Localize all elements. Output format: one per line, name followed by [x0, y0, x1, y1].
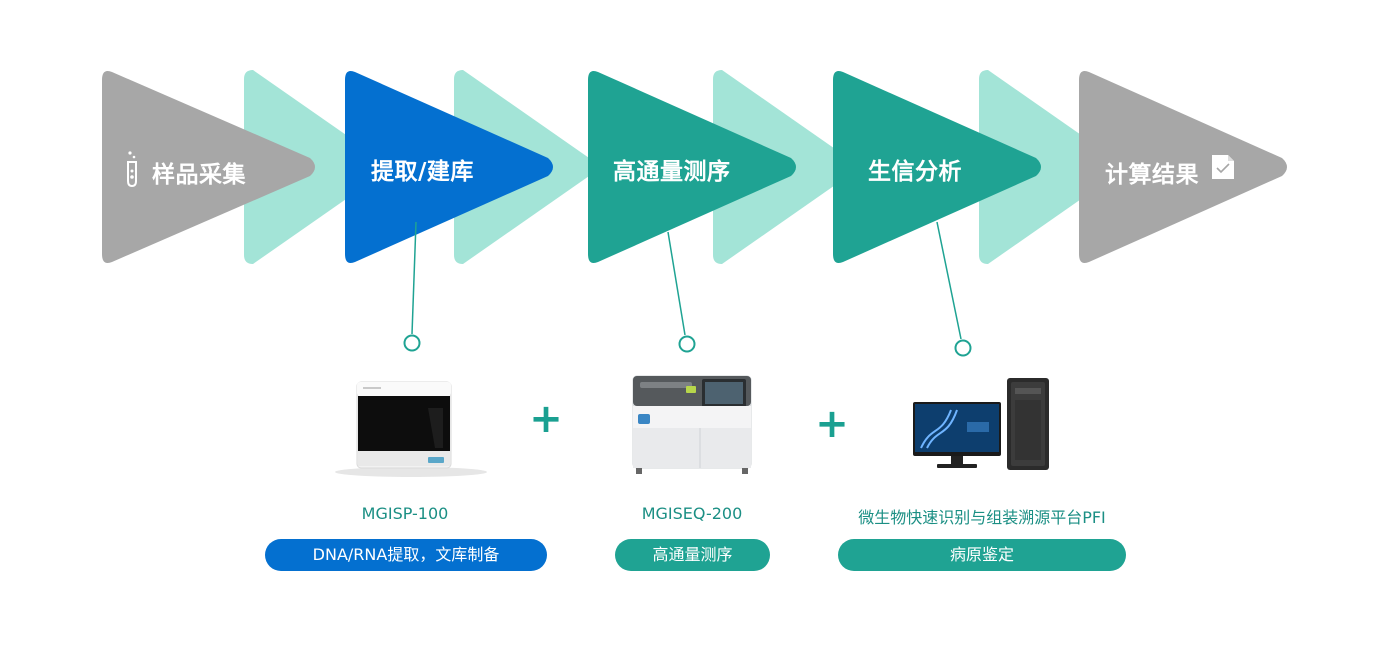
step-4-shape [833, 71, 1041, 263]
checked-document-icon [1211, 154, 1235, 180]
flow-connector-1 [244, 70, 392, 264]
test-tube-icon [124, 150, 140, 188]
product-tag-sequencing: 高通量测序 [615, 539, 770, 571]
step-3-shape [588, 71, 796, 263]
plus-connector-2: + [815, 401, 849, 447]
callout-line-analysis [936, 221, 962, 340]
product-tag-identification: 病原鉴定 [838, 539, 1126, 571]
plus-connector-1: + [529, 396, 563, 442]
product-name-pfi-platform: 微生物快速识别与组装溯源平台PFI [858, 508, 1106, 527]
flow-connector-4 [979, 70, 1127, 264]
sequencer-instrument-image [630, 370, 754, 476]
workstation-computer-image [911, 376, 1053, 472]
step-2-shape [345, 71, 553, 263]
step-1-shape [102, 71, 315, 263]
step-label-sequencing: 高通量测序 [613, 159, 731, 185]
step-label-result: 计算结果 [1105, 162, 1199, 188]
step-5-shape [1079, 71, 1287, 263]
callout-line-sequencing [667, 231, 686, 336]
product-name-mgiseq-200: MGISEQ-200 [641, 504, 743, 523]
sample-prep-instrument-image [333, 378, 489, 478]
step-label-extraction: 提取/建库 [371, 159, 474, 185]
callout-line-extraction [411, 221, 417, 335]
callout-dot-extraction [403, 334, 421, 352]
step-label-sample-collection: 样品采集 [152, 162, 246, 188]
product-tag-extraction: DNA/RNA提取，文库制备 [265, 539, 547, 571]
product-name-mgisp-100: MGISP-100 [361, 504, 449, 523]
callout-dot-analysis [954, 339, 972, 357]
step-label-bioinformatics: 生信分析 [868, 159, 962, 185]
callout-dot-sequencing [678, 335, 696, 353]
